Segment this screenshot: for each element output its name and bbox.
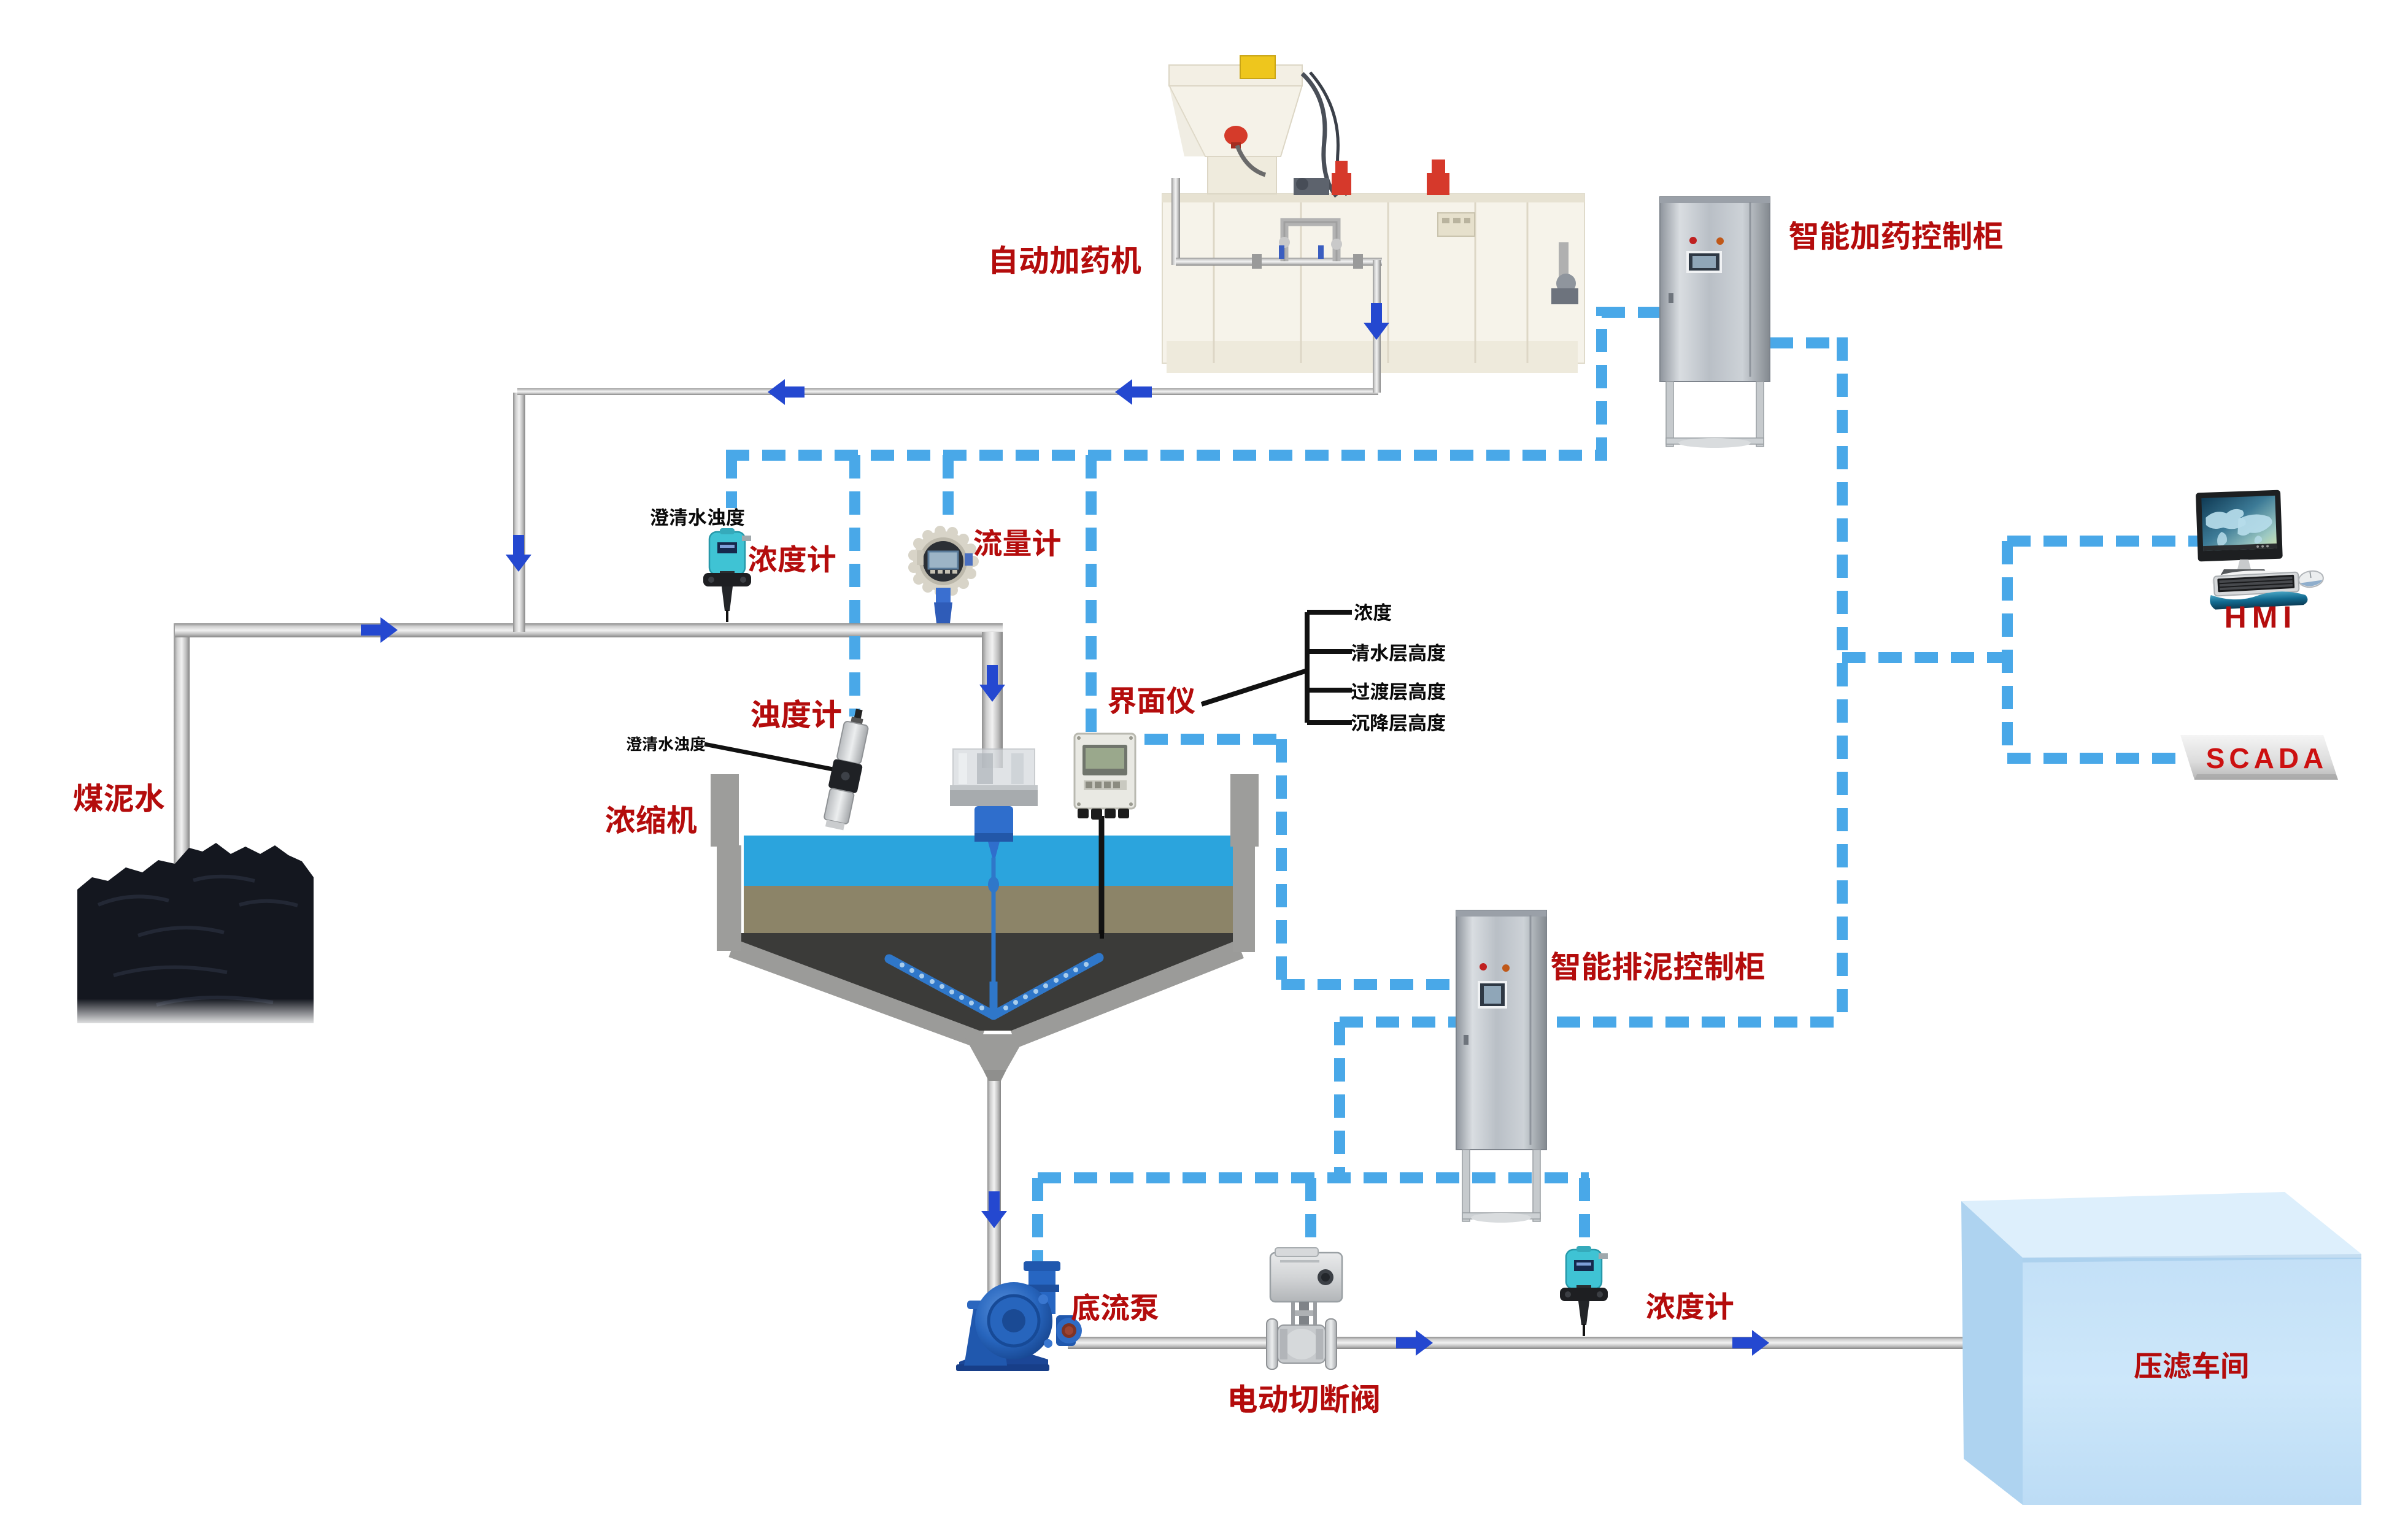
svg-text:SCADA: SCADA (2206, 742, 2328, 774)
svg-text:HMI: HMI (2225, 600, 2298, 634)
